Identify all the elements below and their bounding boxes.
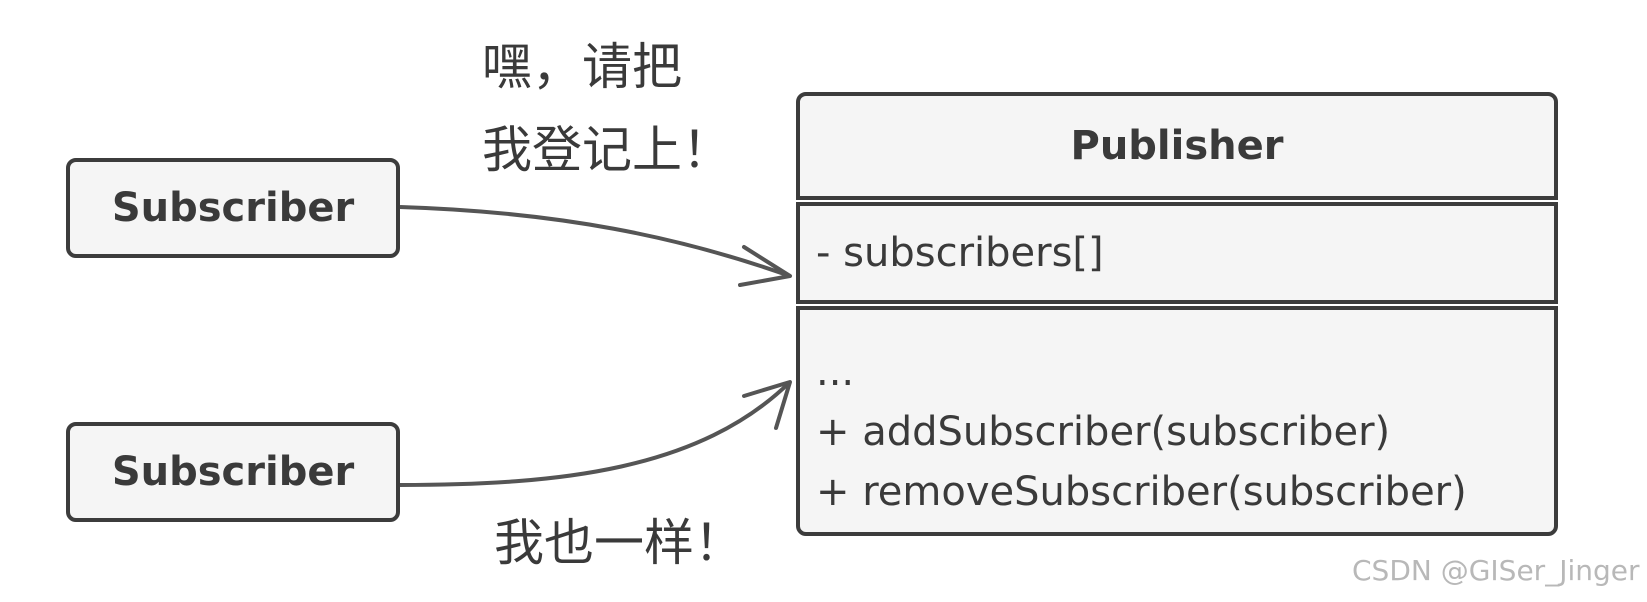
arrowhead-2 bbox=[742, 380, 792, 430]
arrowhead-1 bbox=[738, 245, 792, 287]
method-remove-subscriber: + removeSubscriber(subscriber) bbox=[816, 469, 1467, 515]
publisher-methods-section: ... + addSubscriber(subscriber) + remove… bbox=[796, 306, 1558, 536]
arrow-subscriber1-to-publisher bbox=[399, 205, 791, 278]
method-ellipsis: ... bbox=[816, 349, 855, 395]
method-add-subscriber: + addSubscriber(subscriber) bbox=[816, 409, 1391, 455]
note-register-line1: 嘿，请把 bbox=[482, 38, 682, 96]
field-subscribers: - subscribers[] bbox=[816, 230, 1104, 276]
publisher-fields-section: - subscribers[] bbox=[796, 202, 1558, 304]
watermark: CSDN @GISer_Jinger bbox=[1352, 554, 1640, 587]
arrow-subscriber2-to-publisher bbox=[399, 380, 792, 487]
note-register-line2: 我登记上！ bbox=[482, 121, 732, 179]
subscriber-label: Subscriber bbox=[111, 185, 355, 231]
note-me-too: 我也一样！ bbox=[494, 514, 744, 572]
publisher-class-name: Publisher bbox=[1070, 123, 1284, 169]
subscriber-box-1: Subscriber bbox=[66, 158, 400, 258]
subscriber-box-2: Subscriber bbox=[66, 422, 400, 522]
publisher-class-header: Publisher bbox=[796, 92, 1558, 200]
subscriber-label: Subscriber bbox=[111, 449, 355, 495]
